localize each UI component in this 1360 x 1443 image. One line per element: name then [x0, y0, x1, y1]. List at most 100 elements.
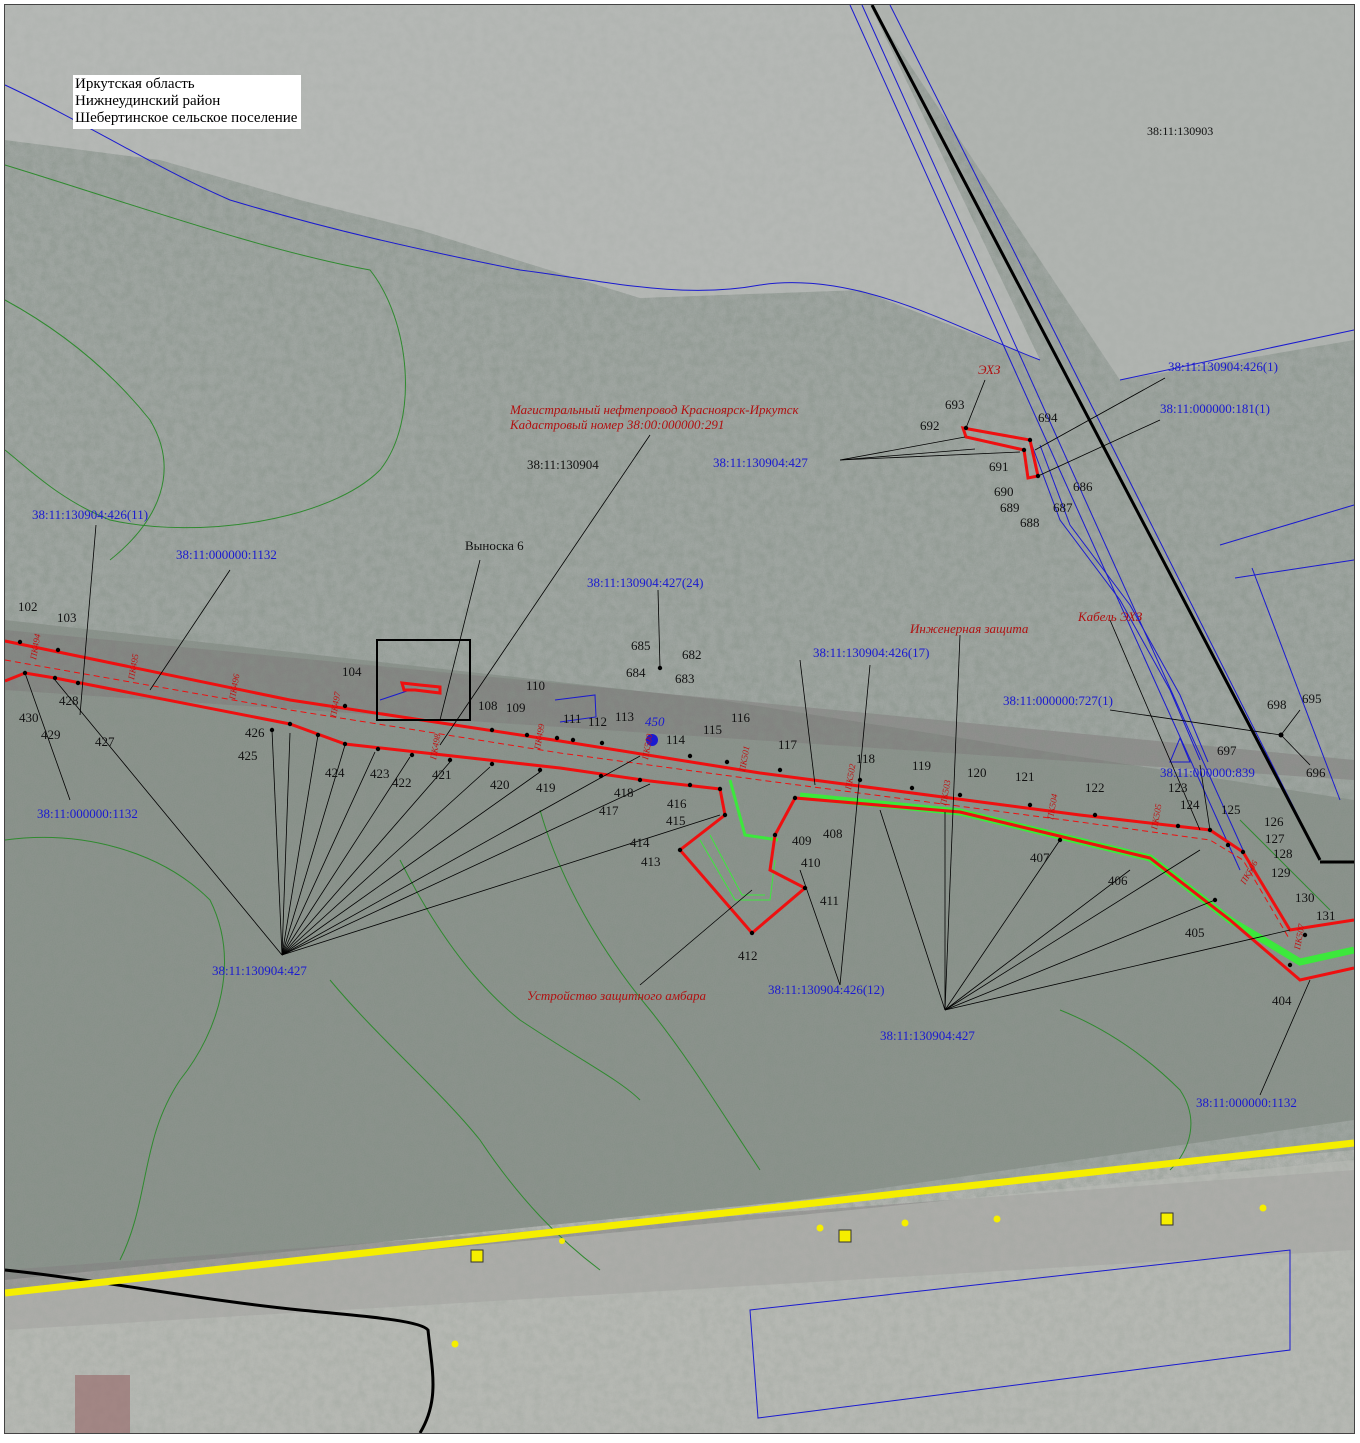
point-label: 694: [1038, 410, 1058, 425]
settlement-label: Шебертинское сельское поселение: [75, 110, 298, 126]
point-label: 689: [1000, 500, 1020, 515]
point-label: 415: [666, 813, 686, 828]
pipeline-corridor: [4, 426, 1355, 982]
picket-label: ПК504: [1045, 793, 1060, 822]
point-label: 419: [536, 780, 556, 795]
parcel-181-1: 38:11:000000:181(1): [1160, 401, 1270, 416]
parcel-727-1: 38:11:000000:727(1): [1003, 693, 1113, 708]
point-label: 120: [967, 765, 987, 780]
engineering-label: Инженерная защита: [909, 621, 1029, 636]
point-label: 422: [392, 775, 412, 790]
point-label: 127: [1265, 831, 1285, 846]
region-label: Иркутская область: [75, 76, 195, 92]
parcel-1132-c: 38:11:000000:1132: [1196, 1095, 1297, 1110]
parcel-839: 38:11:000000:839: [1160, 765, 1255, 780]
parcel-labels: 38:11:130903 38:11:130904 38:11:130904:4…: [32, 124, 1297, 1110]
point-label: 128: [1273, 846, 1293, 861]
point-label: 685: [631, 638, 651, 653]
point-label: 428: [59, 693, 79, 708]
point-label: 692: [920, 418, 940, 433]
point-label: 686: [1073, 479, 1093, 494]
cable-label: Кабель ЭХЗ: [1077, 609, 1143, 624]
point-label: 110: [526, 678, 545, 693]
point-label: 109: [506, 700, 526, 715]
parcel-427-24: 38:11:130904:427(24): [587, 575, 704, 590]
aerial-imagery: [5, 5, 1354, 1433]
parcel-426-12: 38:11:130904:426(12): [768, 982, 885, 997]
point-label: 131: [1316, 908, 1336, 923]
map-frame: [4, 4, 1355, 1434]
picket-label: ПК507: [1292, 923, 1307, 952]
point-label: 420: [490, 777, 510, 792]
picket-label: ПК501: [737, 745, 752, 773]
point-labels: 102 103 104 108 109 110 111 112 113 114 …: [18, 397, 1336, 1008]
point-label: 405: [1185, 925, 1205, 940]
point-label: 418: [614, 785, 634, 800]
callout-label: Выноска 6: [465, 538, 524, 553]
black-boundaries: [4, 4, 1354, 1434]
point-label: 407: [1030, 850, 1050, 865]
parcel-1132-a: 38:11:000000:1132: [176, 547, 277, 562]
barn-label: Устройство защитного амбара: [527, 988, 707, 1003]
leader-lines: [24, 377, 1311, 1096]
picket-label: ПК498: [428, 733, 443, 762]
callout-frame: [376, 639, 471, 721]
point-label: 423: [370, 766, 390, 781]
point-label: 117: [778, 737, 798, 752]
point-label: 426: [245, 725, 265, 740]
point-label: 421: [432, 767, 452, 782]
point-label: 695: [1302, 691, 1322, 706]
point-label: 104: [342, 664, 362, 679]
point-label: 409: [792, 833, 812, 848]
point-label: 450: [645, 714, 665, 729]
point-label: 126: [1264, 814, 1284, 829]
point-label: 429: [41, 727, 61, 742]
point-label: 115: [703, 722, 722, 737]
cadastral-boundaries: [4, 4, 1355, 1419]
point-label: 118: [856, 751, 875, 766]
location-box: Иркутская область Нижнеудинский район Ше…: [73, 75, 302, 129]
point-label: 411: [820, 893, 839, 908]
point-label: 425: [238, 748, 258, 763]
ehz-label: ЭХЗ: [978, 362, 1001, 377]
point-label: 412: [738, 948, 758, 963]
point-label: 112: [588, 714, 607, 729]
point-label: 696: [1306, 765, 1326, 780]
point-label: 416: [667, 796, 687, 811]
point-label: 130: [1295, 890, 1315, 905]
picket-label: ПК499: [532, 723, 547, 752]
point-label: 113: [615, 709, 634, 724]
point-label: 123: [1168, 780, 1188, 795]
point-label: 408: [823, 826, 843, 841]
point-label: 122: [1085, 780, 1105, 795]
point-label: 414: [630, 835, 650, 850]
point-label: 683: [675, 671, 695, 686]
point-label: 103: [57, 610, 77, 625]
picket-label: ПК500: [640, 733, 655, 762]
parcel-130904: 38:11:130904: [527, 457, 599, 472]
parcel-426-11: 38:11:130904:426(11): [32, 507, 148, 522]
parcel-427-top: 38:11:130904:427: [713, 455, 808, 470]
point-label: 124: [1180, 797, 1200, 812]
parcel-1132-b: 38:11:000000:1132: [37, 806, 138, 821]
picket-label: ПК496: [227, 673, 242, 702]
point-label: 413: [641, 854, 661, 869]
forest-contours: [4, 164, 1331, 1271]
point-label: 697: [1217, 743, 1237, 758]
picket-label: ПК502: [843, 763, 858, 792]
point-label: 698: [1267, 697, 1287, 712]
point-label: 682: [682, 647, 702, 662]
point-label: 125: [1221, 802, 1241, 817]
point-label: 688: [1020, 515, 1040, 530]
point-label: 427: [95, 734, 115, 749]
point-label: 129: [1271, 865, 1291, 880]
road-line: [4, 1139, 1355, 1348]
point-label: 404: [1272, 993, 1292, 1008]
picket-label: ПК503: [938, 779, 953, 808]
picket-label: ПК494: [28, 633, 43, 662]
point-label: 430: [19, 710, 39, 725]
vertex-points: [17, 425, 1308, 968]
parcel-426-1: 38:11:130904:426(1): [1168, 359, 1278, 374]
point-label: 690: [994, 484, 1014, 499]
